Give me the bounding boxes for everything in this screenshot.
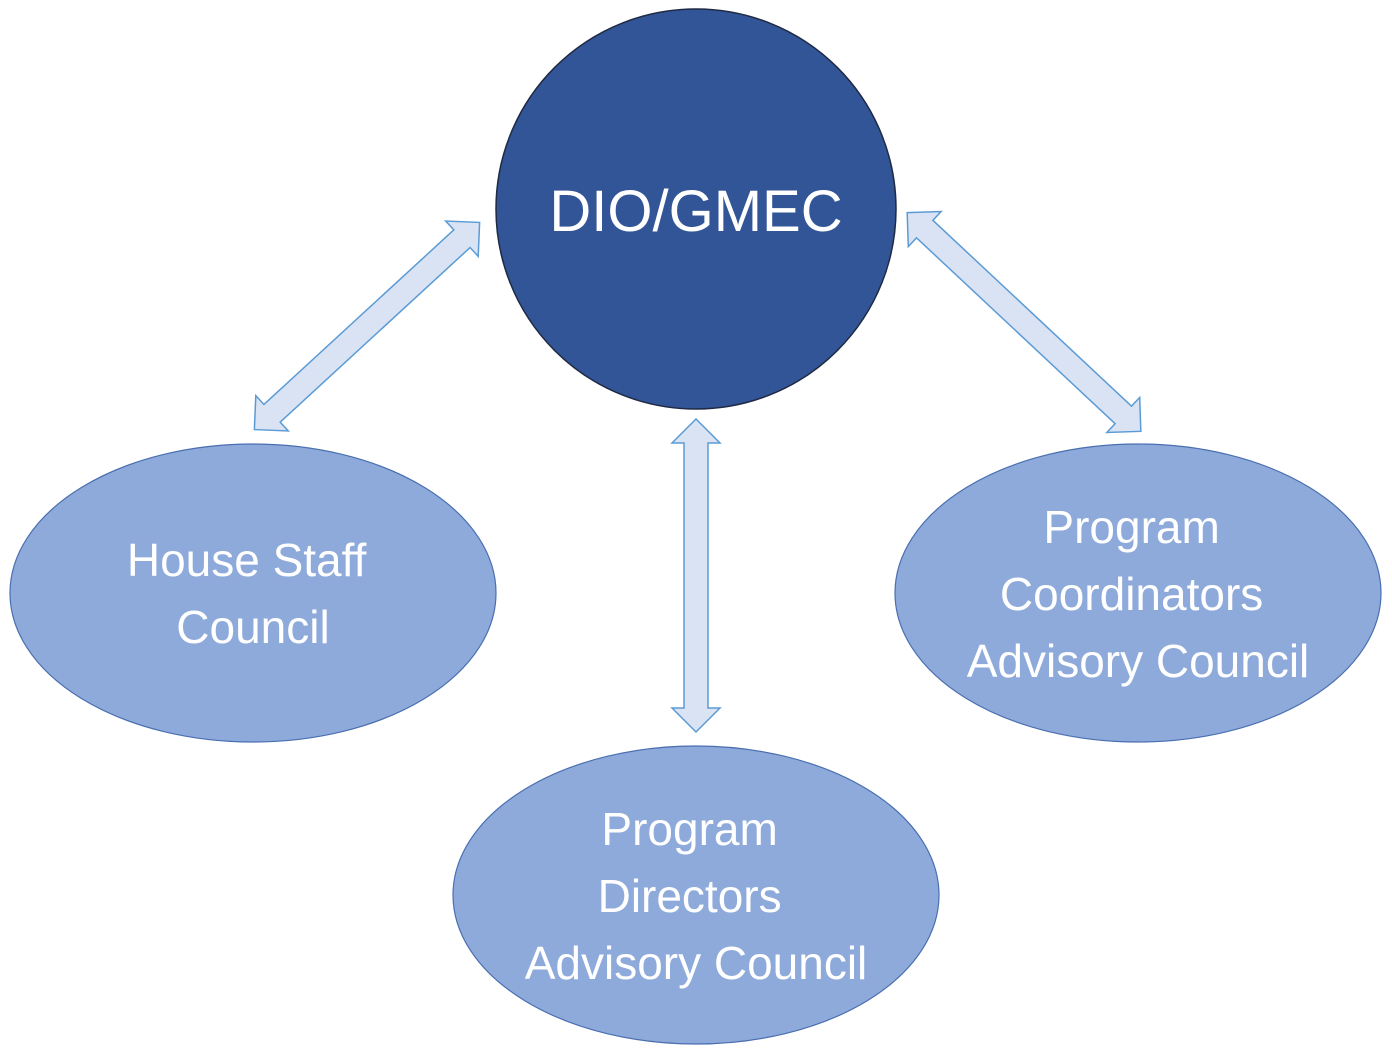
node-label-line: Program — [1043, 501, 1219, 553]
svg-text:House Staff Council: House Staff Council — [127, 534, 379, 653]
svg-text:Program Coordinators: Program Coordinators Advisory Council — [967, 501, 1310, 687]
double-arrow-program-directors — [670, 417, 722, 734]
svg-text:Program Directors: Program Directors Advisory Council — [525, 803, 868, 989]
double-arrow-house-staff — [253, 220, 481, 432]
node-label-line: Directors — [598, 870, 782, 922]
node-label-line: Coordinators — [1000, 568, 1263, 620]
double-arrow-program-coordinators — [906, 210, 1142, 434]
node-label-line: House Staff — [127, 534, 367, 586]
node-house-staff-council: House Staff Council — [9, 443, 497, 743]
hub-label: DIO/GMEC — [549, 179, 842, 244]
node-program-directors-advisory-council: Program Directors Advisory Council — [452, 745, 940, 1045]
node-program-coordinators-advisory-council: Program Coordinators Advisory Council — [894, 443, 1382, 743]
node-label-line: Advisory Council — [525, 937, 868, 989]
node-label-line: Program — [601, 803, 777, 855]
node-label-line: Advisory Council — [967, 635, 1310, 687]
hub-node-dio-gmec: DIO/GMEC — [495, 8, 897, 410]
node-label-line: Council — [176, 601, 329, 653]
